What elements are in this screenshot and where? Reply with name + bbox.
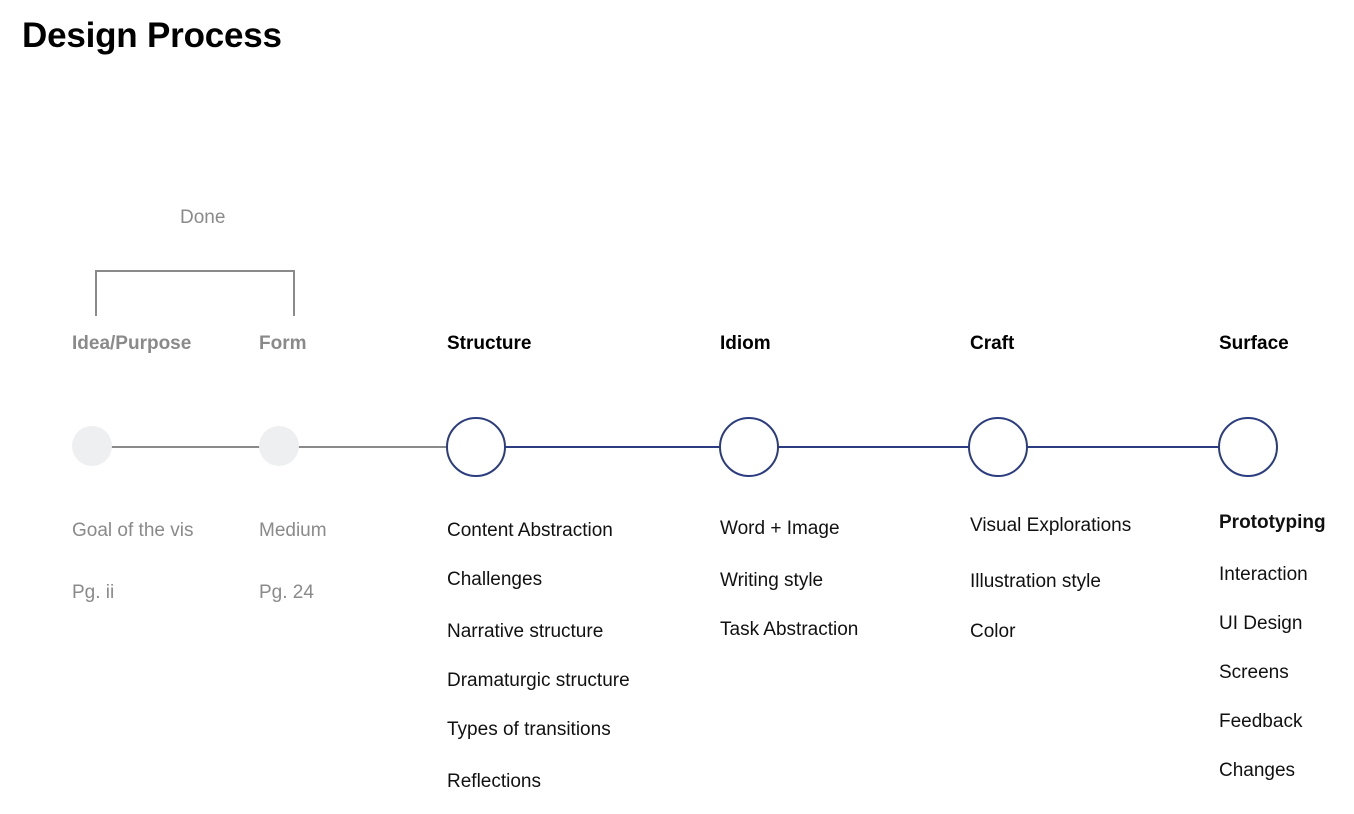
stage-name-form: Form bbox=[259, 333, 307, 354]
node-structure bbox=[446, 417, 506, 477]
list-item: Challenges bbox=[447, 569, 543, 590]
list-item: Medium bbox=[259, 520, 327, 541]
done-bracket bbox=[95, 270, 295, 316]
list-item: Dramaturgic structure bbox=[447, 670, 630, 691]
node-form bbox=[259, 426, 299, 466]
list-item: Pg. ii bbox=[72, 582, 115, 603]
stage-name-craft: Craft bbox=[970, 333, 1015, 354]
list-item: Task Abstraction bbox=[720, 619, 859, 640]
list-item: Types of transitions bbox=[447, 719, 611, 740]
list-item: Writing style bbox=[720, 570, 824, 591]
node-craft bbox=[968, 417, 1028, 477]
list-item: Reflections bbox=[447, 771, 541, 792]
node-idea-purpose bbox=[72, 426, 112, 466]
list-item-heading: Prototyping bbox=[1219, 512, 1326, 533]
stage-name-idea-purpose: Idea/Purpose bbox=[72, 333, 192, 354]
stage-name-surface: Surface bbox=[1219, 333, 1289, 354]
list-item: UI Design bbox=[1219, 613, 1303, 634]
list-item: Screens bbox=[1219, 662, 1289, 683]
list-item: Color bbox=[970, 621, 1016, 642]
list-item: Content Abstraction bbox=[447, 520, 613, 541]
list-item: Pg. 24 bbox=[259, 582, 314, 603]
list-item: Illustration style bbox=[970, 571, 1101, 592]
stage-name-structure: Structure bbox=[447, 333, 532, 354]
stage-name-idiom: Idiom bbox=[720, 333, 771, 354]
done-bracket-label: Done bbox=[180, 207, 226, 228]
page-title: Design Process bbox=[22, 16, 282, 55]
list-item: Visual Explorations bbox=[970, 515, 1132, 536]
list-item: Goal of the vis bbox=[72, 520, 194, 541]
list-item: Feedback bbox=[1219, 711, 1303, 732]
list-item: Interaction bbox=[1219, 564, 1308, 585]
node-idiom bbox=[719, 417, 779, 477]
list-item: Narrative structure bbox=[447, 621, 604, 642]
list-item: Changes bbox=[1219, 760, 1296, 781]
node-surface bbox=[1218, 417, 1278, 477]
list-item: Word + Image bbox=[720, 518, 840, 539]
